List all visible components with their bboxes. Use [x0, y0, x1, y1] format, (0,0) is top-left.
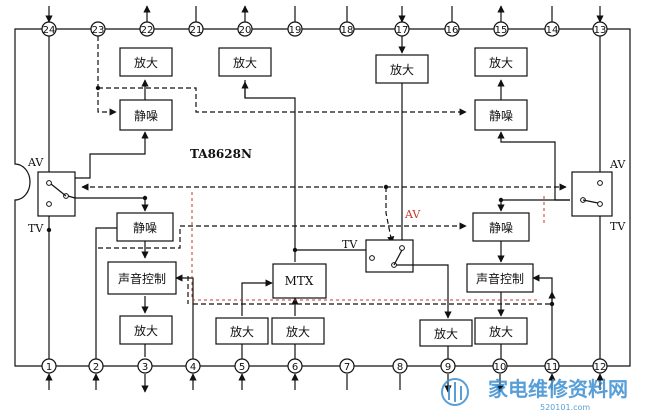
svg-text:19: 19: [289, 25, 302, 36]
switch-right: AV TV: [571, 158, 626, 233]
svg-text:21: 21: [190, 25, 203, 36]
mute-block-upper-left: 静噪: [119, 99, 173, 131]
svg-text:4: 4: [190, 362, 196, 373]
svg-text:AV: AV: [609, 158, 626, 171]
svg-text:9: 9: [445, 362, 451, 373]
volume-block-left: 声音控制: [107, 261, 177, 295]
svg-text:放大: 放大: [134, 55, 158, 70]
pin-4: 4: [185, 358, 201, 390]
amp-block-9: 放大: [419, 319, 473, 347]
svg-text:声音控制: 声音控制: [118, 271, 166, 286]
accent-lines: [191, 192, 545, 301]
amp-block-15: 放大: [474, 47, 528, 77]
control-lines: [81, 36, 567, 305]
pin-10: 10: [492, 358, 508, 393]
svg-text:520101.com: 520101.com: [540, 403, 590, 412]
svg-text:7: 7: [344, 362, 350, 373]
pin-7: 7: [339, 358, 355, 390]
svg-text:AV: AV: [404, 208, 421, 221]
svg-text:AV: AV: [27, 156, 44, 169]
signal-wires: [38, 36, 612, 359]
pin-22: 22: [139, 5, 155, 37]
svg-text:1: 1: [46, 362, 52, 373]
svg-text:放大: 放大: [286, 324, 310, 339]
pin-19: 19: [287, 6, 303, 37]
pin-21: 21: [188, 6, 204, 37]
svg-text:放大: 放大: [230, 324, 254, 339]
pin-16: 16: [444, 6, 460, 37]
pin-18: 18: [339, 6, 355, 37]
watermark-logo-icon: [441, 378, 469, 406]
svg-text:14: 14: [546, 25, 559, 36]
svg-text:放大: 放大: [390, 62, 414, 77]
svg-text:24: 24: [43, 25, 56, 36]
amp-block-5: 放大: [215, 317, 269, 345]
amp-block-22: 放大: [119, 47, 173, 77]
pin-23: 23: [90, 21, 106, 37]
svg-text:TV: TV: [28, 222, 44, 235]
junction-dots: [46, 85, 555, 307]
svg-text:12: 12: [594, 362, 607, 373]
svg-text:放大: 放大: [489, 324, 513, 339]
pin-1: 1: [41, 358, 57, 390]
svg-text:8: 8: [397, 362, 403, 373]
chip-outline: [14, 28, 631, 367]
svg-text:TV: TV: [610, 220, 626, 233]
svg-text:放大: 放大: [233, 55, 257, 70]
svg-text:11: 11: [546, 362, 559, 373]
svg-text:放大: 放大: [489, 55, 513, 70]
svg-text:6: 6: [292, 362, 298, 373]
watermark: 家电维修资料网 520101.com: [441, 377, 628, 412]
svg-text:18: 18: [341, 25, 354, 36]
pin-24: 24: [41, 6, 57, 37]
svg-text:23: 23: [92, 25, 105, 36]
amp-block-10: 放大: [474, 317, 528, 345]
svg-text:放大: 放大: [434, 326, 458, 341]
svg-text:22: 22: [141, 25, 154, 36]
pin-14: 14: [544, 6, 560, 37]
svg-text:15: 15: [495, 25, 508, 36]
chip-label: TA8628N: [190, 147, 252, 161]
pin-13: 13: [592, 6, 608, 37]
pin-6: 6: [287, 358, 303, 390]
svg-text:13: 13: [594, 25, 607, 36]
svg-text:静噪: 静噪: [489, 109, 513, 123]
switch-left: AV TV: [27, 156, 76, 235]
amp-block-3: 放大: [119, 315, 173, 345]
svg-text:静噪: 静噪: [134, 109, 158, 123]
pin-17: 17: [394, 6, 410, 37]
svg-text:10: 10: [494, 362, 507, 373]
svg-text:2: 2: [93, 362, 99, 373]
volume-block-right: 声音控制: [466, 263, 534, 293]
amp-block-17: 放大: [375, 54, 429, 84]
svg-text:静噪: 静噪: [133, 221, 157, 235]
switch-center: TV AV: [342, 208, 421, 273]
mute-block-upper-right: 静噪: [474, 99, 528, 131]
svg-text:TV: TV: [342, 238, 358, 251]
pin-3: 3: [137, 358, 153, 393]
svg-text:MTX: MTX: [285, 274, 314, 288]
pin-5: 5: [234, 358, 250, 390]
mtx-block: MTX: [272, 263, 327, 299]
amp-block-6: 放大: [271, 317, 325, 345]
svg-text:17: 17: [396, 25, 409, 36]
pin-20: 20: [237, 5, 253, 37]
svg-text:20: 20: [239, 25, 252, 36]
mute-block-lower-right: 静噪: [472, 212, 530, 242]
svg-text:家电维修资料网: 家电维修资料网: [488, 377, 628, 401]
amp-block-20: 放大: [218, 47, 272, 77]
svg-text:放大: 放大: [134, 323, 158, 338]
pin-15: 15: [493, 5, 509, 37]
top-pins: 24 23 22 21 20 19 18 17 16 15 14 13: [41, 5, 608, 37]
svg-text:静噪: 静噪: [489, 221, 513, 235]
svg-text:声音控制: 声音控制: [476, 271, 524, 286]
svg-text:16: 16: [446, 25, 459, 36]
pin-8: 8: [392, 358, 408, 390]
pin-2: 2: [88, 358, 104, 390]
svg-text:3: 3: [142, 362, 148, 373]
svg-text:5: 5: [239, 362, 245, 373]
mute-block-lower-left: 静噪: [116, 212, 174, 242]
